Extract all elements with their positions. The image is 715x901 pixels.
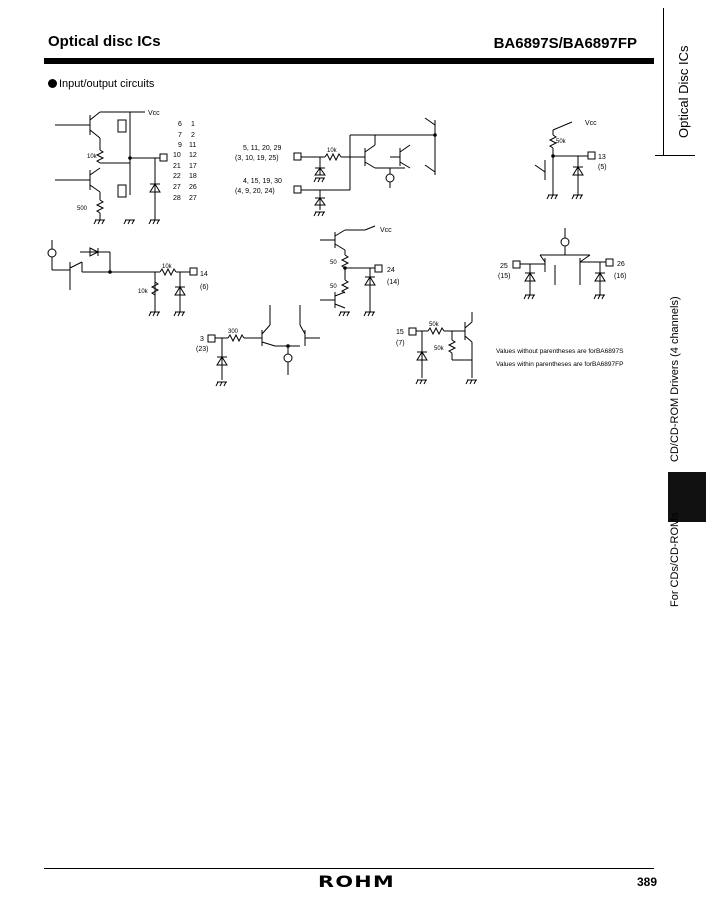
section-title: Input/output circuits bbox=[48, 78, 154, 90]
circuit-8: 15 (7) 50k 50k bbox=[396, 312, 478, 385]
svg-text:10: 10 bbox=[173, 152, 181, 159]
svg-text:25: 25 bbox=[500, 263, 508, 270]
svg-text:9: 9 bbox=[178, 142, 182, 149]
svg-text:(3, 10, 19, 25): (3, 10, 19, 25) bbox=[235, 155, 279, 162]
svg-text:50: 50 bbox=[330, 260, 337, 266]
svg-text:Vcc: Vcc bbox=[380, 227, 392, 234]
svg-text:300: 300 bbox=[228, 329, 239, 335]
header-title-left: Optical disc ICs bbox=[48, 33, 161, 50]
rohm-logo: ROHM bbox=[318, 872, 396, 891]
svg-text:28: 28 bbox=[173, 195, 181, 202]
circuit-6: 25 (15) 26 (16) bbox=[498, 228, 626, 300]
side-tab-marker bbox=[668, 472, 706, 522]
svg-text:3: 3 bbox=[200, 336, 204, 343]
svg-text:24: 24 bbox=[387, 267, 395, 274]
header-bar bbox=[44, 58, 654, 64]
svg-text:17: 17 bbox=[189, 163, 197, 170]
svg-text:Vcc: Vcc bbox=[585, 120, 597, 127]
svg-text:22: 22 bbox=[173, 173, 181, 180]
svg-text:11: 11 bbox=[189, 142, 196, 149]
svg-text:10k: 10k bbox=[138, 289, 149, 295]
svg-text:(16): (16) bbox=[614, 273, 626, 280]
svg-text:6: 6 bbox=[178, 121, 182, 128]
svg-text:Vcc: Vcc bbox=[148, 110, 160, 117]
svg-text:15: 15 bbox=[396, 329, 404, 336]
note-fp: Values within parentheses are forBA6897F… bbox=[496, 361, 624, 368]
svg-text:27: 27 bbox=[189, 195, 197, 202]
svg-text:21: 21 bbox=[173, 163, 181, 170]
svg-text:(4, 9, 20, 24): (4, 9, 20, 24) bbox=[235, 188, 275, 195]
svg-text:10k: 10k bbox=[162, 264, 173, 270]
svg-text:26: 26 bbox=[189, 184, 197, 191]
svg-text:14: 14 bbox=[200, 271, 208, 278]
svg-text:50k: 50k bbox=[429, 322, 440, 328]
circuit-7: 3 (23) 300 bbox=[196, 305, 320, 387]
side-divider-horizontal bbox=[655, 155, 695, 156]
svg-text:10k: 10k bbox=[327, 148, 338, 154]
svg-text:4, 15, 19, 30: 4, 15, 19, 30 bbox=[243, 178, 282, 185]
svg-text:26: 26 bbox=[617, 261, 625, 268]
svg-text:(15): (15) bbox=[498, 273, 510, 280]
svg-text:18: 18 bbox=[189, 173, 197, 180]
side-divider bbox=[663, 8, 664, 156]
circuit-4: 10k 14 (6) 10k bbox=[47, 240, 209, 317]
svg-text:(6): (6) bbox=[200, 284, 209, 291]
svg-text:500: 500 bbox=[77, 206, 88, 212]
svg-text:7: 7 bbox=[178, 132, 182, 139]
note-s: Values without parentheses are forBA6897… bbox=[496, 348, 624, 355]
page-number: 389 bbox=[636, 875, 657, 889]
circuit-3: Vcc 50k 13 (5) bbox=[534, 120, 607, 200]
svg-text:(23): (23) bbox=[196, 346, 208, 353]
svg-text:10k: 10k bbox=[87, 154, 98, 160]
bullet-icon bbox=[48, 79, 57, 88]
circuit-1: Vcc 10k 500 6 7 2 9 11 10 12 21 17 22 18 27 26… bbox=[55, 110, 197, 225]
svg-text:50k: 50k bbox=[434, 346, 445, 352]
footer-rule bbox=[44, 868, 654, 869]
svg-text:(7): (7) bbox=[396, 340, 405, 347]
svg-text:50: 50 bbox=[330, 284, 337, 290]
svg-text:1: 1 bbox=[191, 121, 195, 128]
svg-text:12: 12 bbox=[189, 152, 197, 159]
svg-text:(14): (14) bbox=[387, 279, 399, 286]
svg-text:5, 11, 20, 29: 5, 11, 20, 29 bbox=[243, 145, 282, 152]
svg-text:(5): (5) bbox=[598, 164, 607, 171]
svg-text:13: 13 bbox=[598, 154, 606, 161]
svg-text:50k: 50k bbox=[556, 139, 567, 145]
circuit-5: Vcc 50 50 24 (14) bbox=[320, 225, 399, 317]
svg-text:27: 27 bbox=[173, 184, 181, 191]
circuit-2: 5, 11, 20, 29 (3, 10, 19, 25) 4, 15, 19,… bbox=[235, 117, 437, 217]
header-title-right: BA6897S/BA6897FP bbox=[493, 35, 637, 52]
svg-text:2: 2 bbox=[191, 132, 195, 139]
